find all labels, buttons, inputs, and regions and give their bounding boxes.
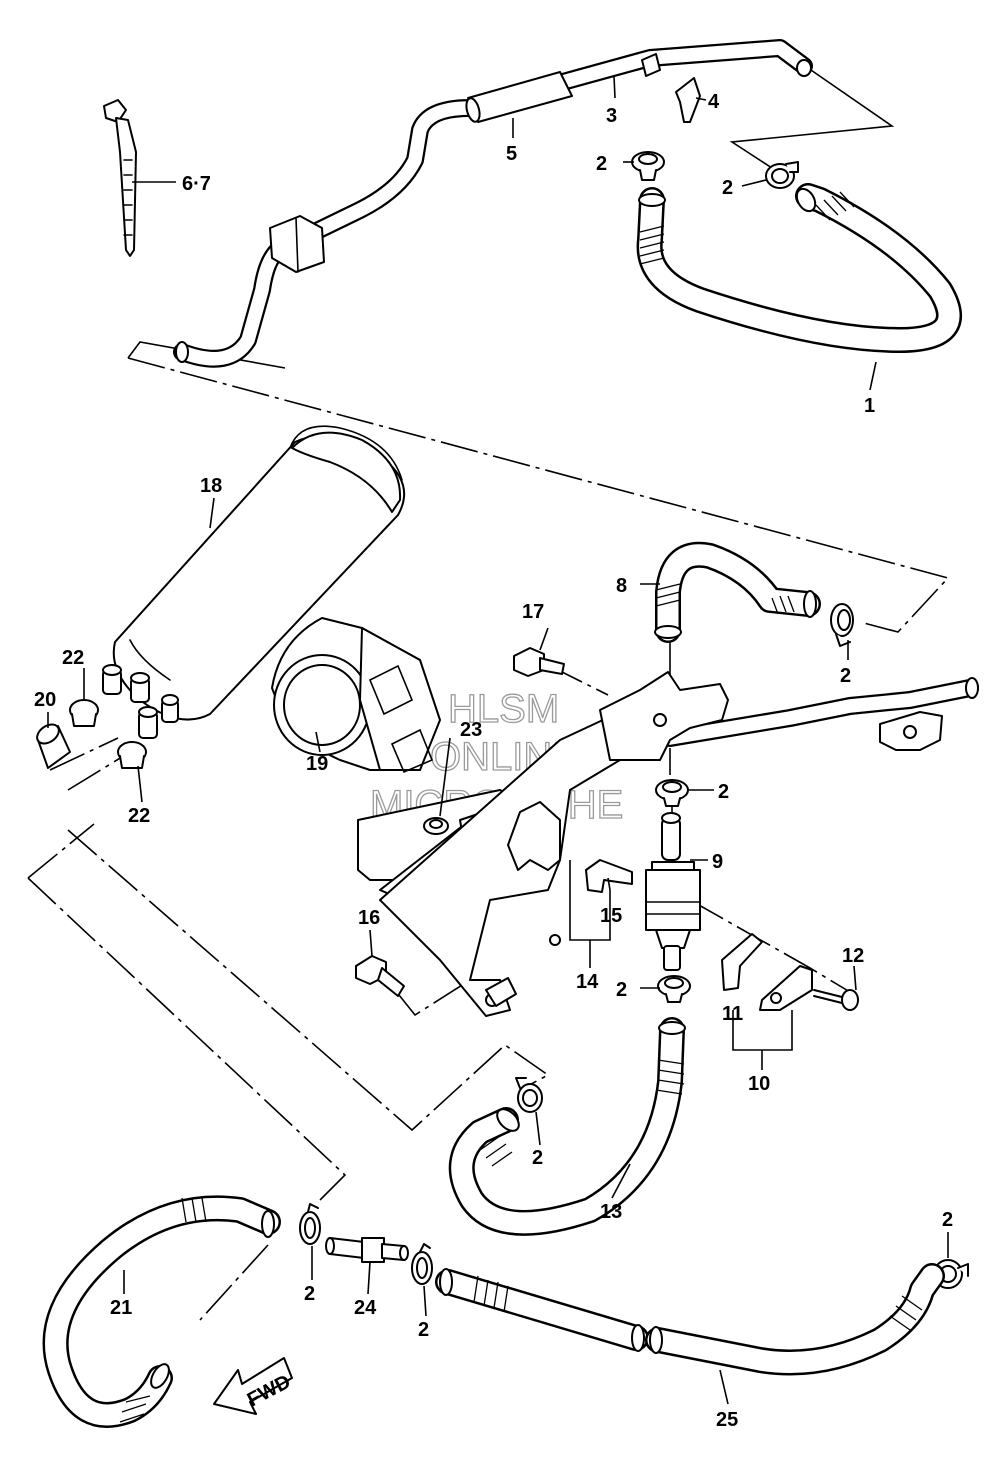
pipe-part-3-5 <box>173 39 813 368</box>
callout-leaders <box>47 75 949 1405</box>
caps-part-22 <box>69 699 147 769</box>
hose-part-13 <box>448 1017 686 1236</box>
callout-2-hose-8: 2 <box>840 665 851 687</box>
callout-10: 10 <box>748 1073 770 1095</box>
hose-part-25 <box>435 1263 945 1376</box>
callout-11: 11 <box>722 1003 743 1025</box>
callout-2-filter-top: 2 <box>718 781 729 803</box>
callout-2-hose-25-end: 2 <box>942 1209 953 1231</box>
callout-17: 17 <box>522 601 544 623</box>
clamps-part-2 <box>299 151 969 1289</box>
bracket-part-15 <box>585 859 633 893</box>
callout-12: 12 <box>842 945 864 967</box>
callout-4: 4 <box>708 91 720 113</box>
callout-22-upper: 22 <box>62 647 84 669</box>
filter-part-9 <box>645 812 701 971</box>
hose-part-8 <box>654 541 821 643</box>
callout-2-hose-25-start: 2 <box>418 1319 429 1341</box>
callout-16: 16 <box>358 907 380 929</box>
bracket-part-14 <box>379 711 641 1017</box>
callout-21: 21 <box>110 1297 132 1319</box>
hose-part-21 <box>42 1195 281 1428</box>
clamp-part-10-11 <box>721 933 813 1011</box>
callout-labels: 1 2 2 3 4 5 6·7 18 8 17 2 22 20 23 19 2 … <box>34 91 953 1431</box>
callout-19: 19 <box>306 753 328 775</box>
cap-part-20 <box>36 723 71 769</box>
hose-part-1 <box>636 183 962 353</box>
callout-6-7: 6·7 <box>182 173 211 195</box>
bolt-part-17 <box>513 647 565 677</box>
callout-2-hose-21: 2 <box>304 1283 315 1305</box>
callout-14: 14 <box>576 971 599 993</box>
clamp-part-23 <box>423 817 449 835</box>
watermark-line-1: HLSM <box>448 687 559 731</box>
callout-2-hose-13: 2 <box>532 1147 543 1169</box>
callout-22-lower: 22 <box>128 805 150 827</box>
bolt-part-16 <box>355 955 405 997</box>
callout-13: 13 <box>600 1201 622 1223</box>
callout-9: 9 <box>712 851 723 873</box>
joint-part-24 <box>325 1237 409 1263</box>
fwd-direction-arrow: FWD <box>213 1357 294 1415</box>
callout-24: 24 <box>354 1297 377 1319</box>
callout-3: 3 <box>606 105 617 127</box>
frame-bracket <box>599 671 979 761</box>
canister-part-18 <box>102 425 406 739</box>
callout-20: 20 <box>34 689 56 711</box>
cable-tie-part-6-7 <box>103 99 137 257</box>
callout-15: 15 <box>600 905 622 927</box>
callout-8: 8 <box>616 575 627 597</box>
callout-25: 25 <box>716 1409 738 1431</box>
bolt-part-12 <box>813 989 859 1011</box>
callout-23: 23 <box>460 719 482 741</box>
callout-18: 18 <box>200 475 222 497</box>
callout-5: 5 <box>506 143 517 165</box>
callout-2-upper-right: 2 <box>722 177 733 199</box>
clip-part-4 <box>675 77 701 123</box>
callout-1: 1 <box>864 395 875 417</box>
callout-2-filter-bottom: 2 <box>616 979 627 1001</box>
callout-2-upper-left: 2 <box>596 153 607 175</box>
